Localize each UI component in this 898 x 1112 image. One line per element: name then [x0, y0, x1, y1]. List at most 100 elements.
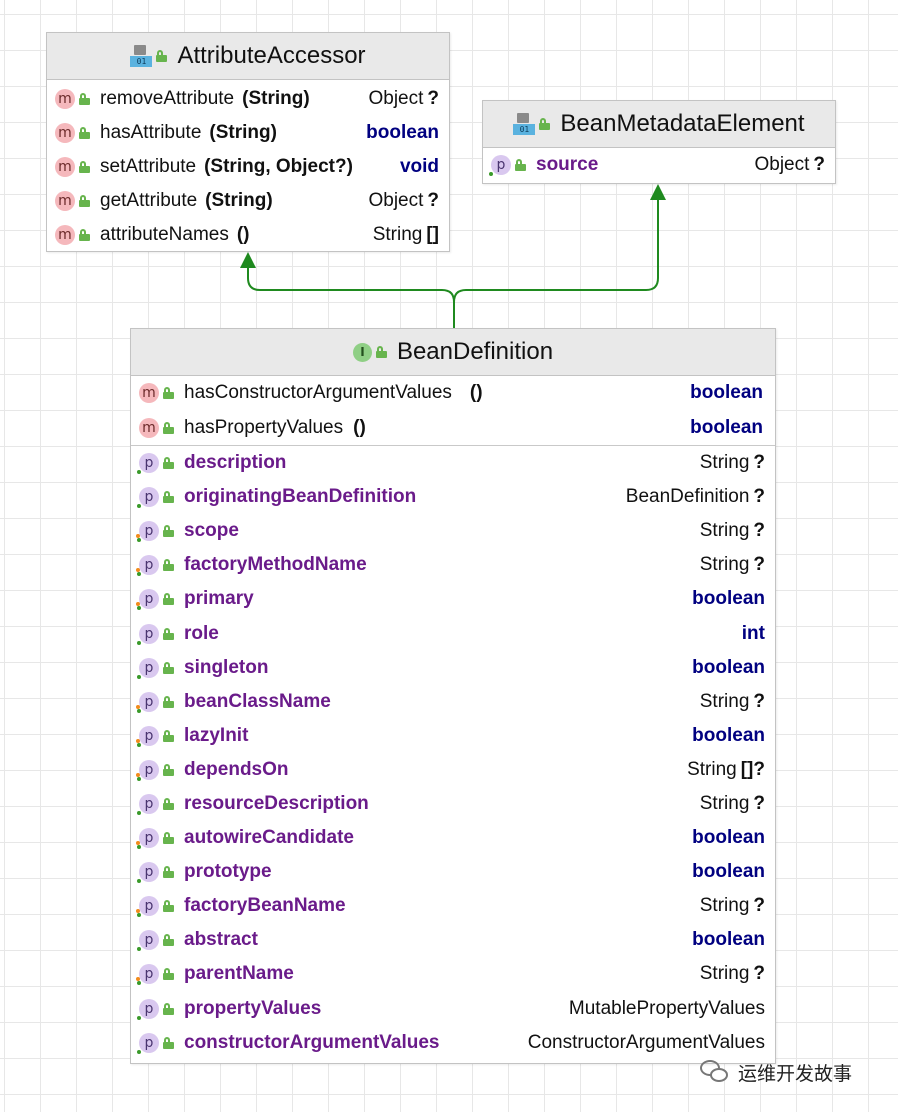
type-suffix: ? [753, 554, 765, 576]
bean-metadata-element-header[interactable]: 01 BeanMetadataElement [483, 101, 835, 148]
method-icon: m [55, 123, 75, 143]
property-name: parentName [184, 963, 294, 985]
visibility-dot [137, 913, 141, 918]
type-suffix: ? [427, 88, 439, 109]
property-name: description [184, 452, 287, 474]
visibility-dot [137, 810, 141, 815]
return-type: boolean [692, 929, 765, 951]
method-params: (String) [209, 122, 277, 143]
property-icon: p [137, 657, 159, 679]
property-name: beanClassName [184, 690, 331, 712]
return-type: boolean [366, 122, 439, 143]
property-name: dependsOn [184, 758, 289, 780]
return-type: boolean [692, 588, 765, 610]
lock-icon [375, 346, 387, 358]
type-suffix: []? [740, 758, 765, 780]
return-type: boolean [692, 724, 765, 746]
visibility-dot [489, 172, 493, 176]
type-suffix: [] [426, 224, 439, 245]
property-icon: p [137, 623, 159, 645]
visibility-dot [137, 538, 141, 543]
lock-icon [163, 934, 174, 947]
method-params: () [236, 224, 250, 245]
return-type: String [699, 452, 750, 474]
property-name: role [184, 622, 219, 644]
lock-icon [163, 763, 174, 776]
return-type: Object [368, 190, 424, 211]
property-icon: p [137, 998, 159, 1020]
mutable-dot [136, 568, 140, 573]
type-suffix: ? [753, 690, 765, 712]
visibility-dot [137, 674, 141, 679]
visibility-dot [137, 1049, 141, 1054]
attribute-accessor-header[interactable]: 01 AttributeAccessor [47, 33, 449, 80]
property-icon: p [136, 828, 159, 850]
property-name: lazyInit [184, 724, 249, 746]
lock-icon [163, 832, 174, 845]
method-params: () [469, 382, 483, 404]
lock-icon [163, 1036, 174, 1049]
method-icon: m [55, 157, 75, 177]
interface-icon: I [352, 342, 372, 362]
property-name: originatingBeanDefinition [184, 486, 417, 508]
property-icon: p [137, 1032, 159, 1054]
watermark-text: 运维开发故事 [738, 1062, 853, 1085]
property-name: autowireCandidate [184, 827, 354, 849]
return-type: boolean [692, 861, 765, 883]
bean-definition-header[interactable]: I BeanDefinition [131, 329, 775, 376]
visibility-dot [137, 504, 141, 509]
type-suffix: ? [753, 792, 765, 814]
visibility-dot [137, 640, 141, 645]
lock-icon [539, 118, 551, 130]
method-params: (String, Object?) [204, 156, 353, 177]
visibility-dot [137, 776, 141, 781]
lock-icon [163, 1002, 174, 1015]
lock-icon [79, 161, 90, 173]
visibility-dot [137, 708, 141, 713]
property-row[interactable]: p constructorArgumentValues ConstructorArg… [131, 1026, 775, 1060]
property-icon: p [137, 862, 159, 884]
return-type: ConstructorArgumentValues [527, 1031, 765, 1053]
type-suffix: ? [753, 895, 765, 917]
property-name: constructorArgumentValues [184, 1031, 440, 1053]
type-suffix: ? [813, 154, 825, 175]
property-icon: p [136, 589, 159, 611]
lock-icon [79, 93, 90, 105]
mutable-dot [136, 602, 140, 607]
lock-icon [163, 729, 174, 742]
return-type: boolean [690, 416, 763, 438]
property-icon: p [136, 759, 159, 781]
visibility-dot [137, 572, 141, 577]
return-type: String [699, 792, 750, 814]
return-type: String [699, 690, 750, 712]
